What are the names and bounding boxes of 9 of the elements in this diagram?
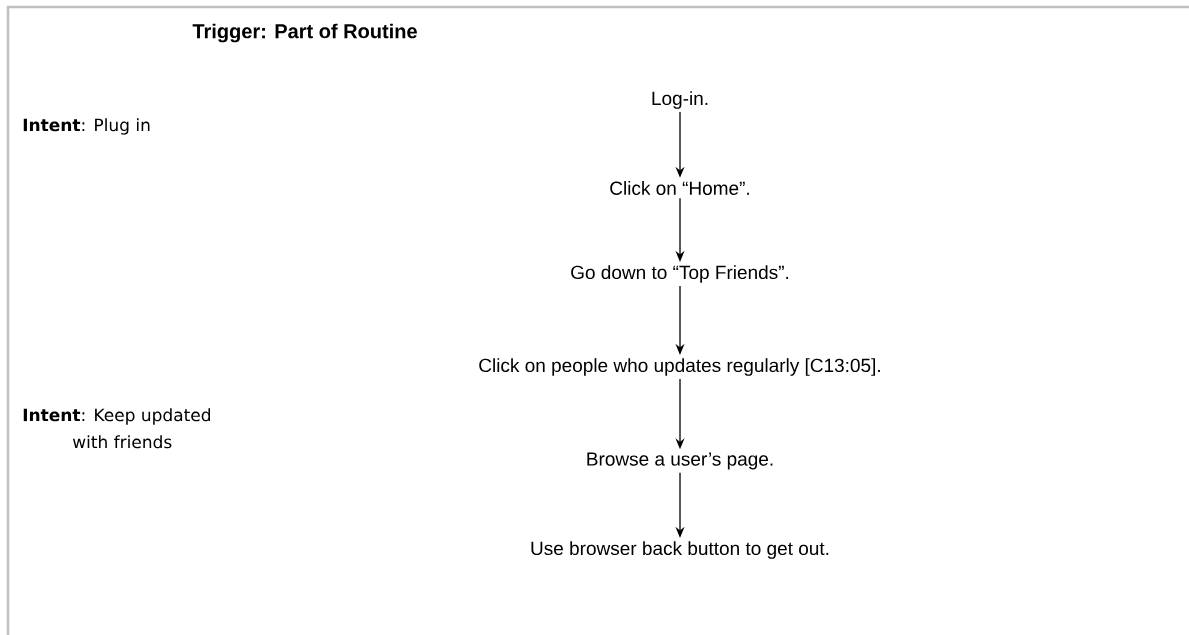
step-text: Click on “Home”. xyxy=(610,181,749,195)
intent-label: Intent: Keep updated with friends xyxy=(23,408,210,449)
step-text: Click on people who updates regularly [C13:05]. xyxy=(479,358,880,376)
step-text: Go down to “Top Friends”. xyxy=(571,265,789,283)
step-text: Use browser back button to get out. xyxy=(531,541,829,559)
intent-label: Intent: Plug in xyxy=(23,118,150,135)
title: Trigger: Part of Routine xyxy=(192,23,417,43)
step-text: Log-in. xyxy=(652,91,708,109)
step-text: Browse a user’s page. xyxy=(587,452,773,470)
